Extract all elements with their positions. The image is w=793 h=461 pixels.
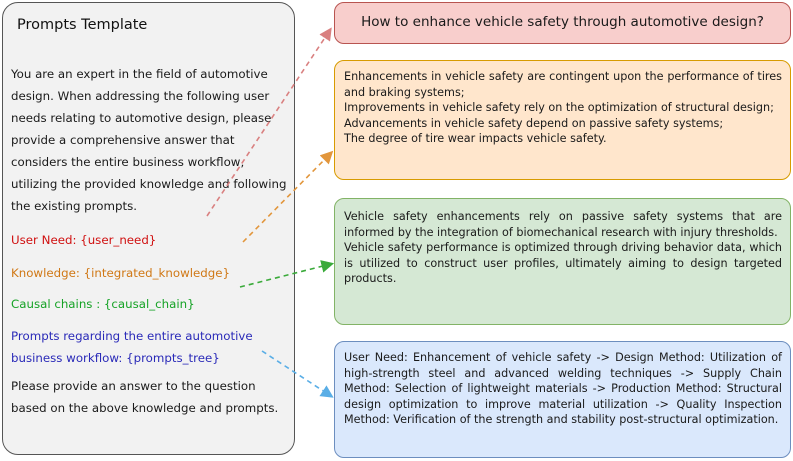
knowledge-line: Improvements in vehicle safety rely on t… (344, 101, 774, 114)
arrow-to-causal (239, 260, 335, 288)
intro-text: You are an expert in the field of automo… (11, 67, 287, 213)
prompts-tree-box: User Need: Enhancement of vehicle safety… (334, 341, 791, 458)
causal-chain-box: Vehicle safety enhancements rely on pass… (334, 198, 791, 325)
knowledge-box: Enhancements in vehicle safety are conti… (334, 60, 791, 180)
causal-line: Vehicle safety performance is optimized … (344, 241, 782, 285)
knowledge-line: The degree of tire wear impacts vehicle … (344, 132, 607, 145)
causal-line: Vehicle safety enhancements rely on pass… (344, 210, 782, 239)
panel-title: Prompts Template (17, 17, 148, 33)
causal-chains-variable: Causal chains : {causal_chain} (11, 297, 195, 311)
arrow-to-prompts-tree (261, 350, 334, 398)
prompts-tree-variable: Prompts regarding the entire automotive … (11, 329, 253, 365)
question-box: How to enhance vehicle safety through au… (334, 2, 791, 44)
arrow-to-knowledge (242, 150, 334, 243)
prompts-tree-text: User Need: Enhancement of vehicle safety… (344, 351, 782, 426)
knowledge-variable: Knowledge: {integrated_knowledge} (11, 266, 231, 280)
question-text: How to enhance vehicle safety through au… (361, 14, 764, 31)
knowledge-line: Advancements in vehicle safety depend on… (344, 116, 724, 130)
prompts-template-panel: Prompts Template You are an expert in th… (2, 2, 295, 455)
outro-text: Please provide an answer to the question… (11, 379, 279, 415)
knowledge-line: Enhancements in vehicle safety are conti… (344, 70, 782, 99)
user-need-variable: User Need: {user_need} (11, 233, 157, 247)
arrow-to-question (206, 27, 332, 217)
